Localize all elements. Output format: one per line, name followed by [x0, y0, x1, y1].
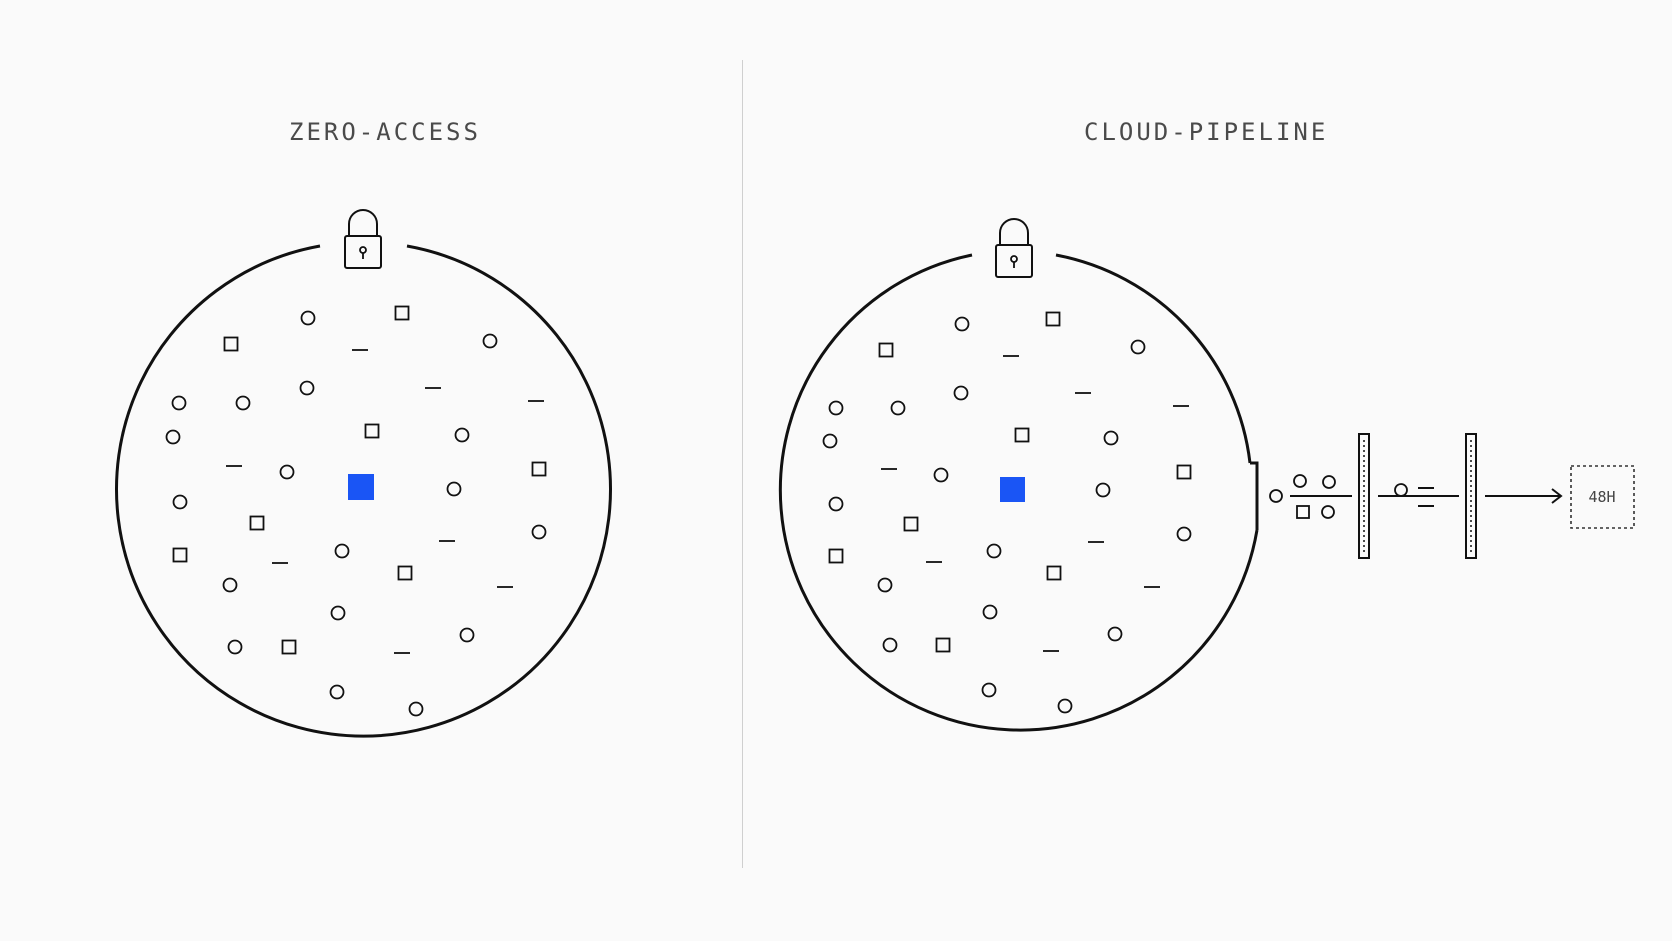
- zero-access-boundary: [115, 244, 612, 738]
- retention-badge-label: 48H: [1588, 488, 1615, 506]
- particle-circle: [982, 604, 998, 620]
- particle-square: [172, 547, 188, 563]
- particle-circle: [981, 682, 997, 698]
- particle-square: [364, 423, 380, 439]
- cloud-pipeline-diagram: 48H: [778, 218, 1635, 732]
- particle-circle: [1095, 482, 1111, 498]
- particle-circle: [227, 639, 243, 655]
- particle-circle: [459, 627, 475, 643]
- data-core: [1000, 477, 1025, 502]
- particle-circle: [954, 316, 970, 332]
- arrow-right-icon: [1485, 488, 1563, 504]
- particle-circle: [165, 429, 181, 445]
- particle-square: [223, 336, 239, 352]
- particle-circle: [1107, 626, 1123, 642]
- particle-square: [1014, 427, 1030, 443]
- particle-square: [249, 515, 265, 531]
- leaked-circle: [1269, 489, 1283, 503]
- particle-square: [397, 565, 413, 581]
- particle-circle: [822, 433, 838, 449]
- particle-circle: [1057, 698, 1073, 714]
- filter-barrier: [1465, 433, 1477, 559]
- particle-circle: [446, 481, 462, 497]
- filter-barrier: [1358, 433, 1370, 559]
- particle-circle: [408, 701, 424, 717]
- zero-access-title: ZERO-ACCESS: [289, 118, 481, 146]
- pipeline-flow: 48H: [1269, 433, 1635, 559]
- retention-badge-box: [1570, 465, 1635, 529]
- particle-square: [1176, 464, 1192, 480]
- pipeline-leak-port: [1250, 461, 1259, 530]
- particle-circle: [877, 577, 893, 593]
- particle-circle: [933, 467, 949, 483]
- zero-access-particles: [165, 305, 547, 717]
- particle-square: [394, 305, 410, 321]
- lock-icon: [995, 218, 1033, 278]
- leaked-circle: [1394, 483, 1408, 497]
- particle-circle: [1103, 430, 1119, 446]
- particle-square: [1046, 565, 1062, 581]
- particle-circle: [482, 333, 498, 349]
- lock-icon: [344, 209, 382, 269]
- particle-circle: [172, 494, 188, 510]
- cloud-pipeline-particles: [822, 311, 1192, 714]
- particle-circle: [329, 684, 345, 700]
- panel-divider: [742, 60, 743, 868]
- particle-circle: [953, 385, 969, 401]
- particle-square: [1045, 311, 1061, 327]
- leaked-circle: [1293, 474, 1307, 488]
- particle-circle: [531, 524, 547, 540]
- particle-square: [828, 548, 844, 564]
- cloud-pipeline-boundary: [778, 253, 1259, 732]
- particle-circle: [171, 395, 187, 411]
- particle-circle: [1130, 339, 1146, 355]
- leaked-circle: [1321, 505, 1335, 519]
- particle-square: [903, 516, 919, 532]
- cloud-pipeline-title: CLOUD-PIPELINE: [1084, 118, 1329, 146]
- particle-circle: [454, 427, 470, 443]
- leaked-circle: [1322, 475, 1336, 489]
- particle-circle: [882, 637, 898, 653]
- particle-circle: [300, 310, 316, 326]
- particle-circle: [986, 543, 1002, 559]
- particle-circle: [330, 605, 346, 621]
- particle-circle: [222, 577, 238, 593]
- particle-square: [935, 637, 951, 653]
- particle-square: [878, 342, 894, 358]
- zero-access-diagram: [115, 209, 612, 738]
- particle-circle: [828, 400, 844, 416]
- data-core: [348, 474, 374, 500]
- particle-circle: [279, 464, 295, 480]
- particle-square: [281, 639, 297, 655]
- particle-circle: [334, 543, 350, 559]
- particle-circle: [1176, 526, 1192, 542]
- cloud-pipeline-boundary-upper: [1055, 253, 1252, 464]
- particle-circle: [299, 380, 315, 396]
- particle-square: [531, 461, 547, 477]
- leaked-square: [1296, 505, 1310, 519]
- particle-circle: [890, 400, 906, 416]
- particle-circle: [828, 496, 844, 512]
- particle-circle: [235, 395, 251, 411]
